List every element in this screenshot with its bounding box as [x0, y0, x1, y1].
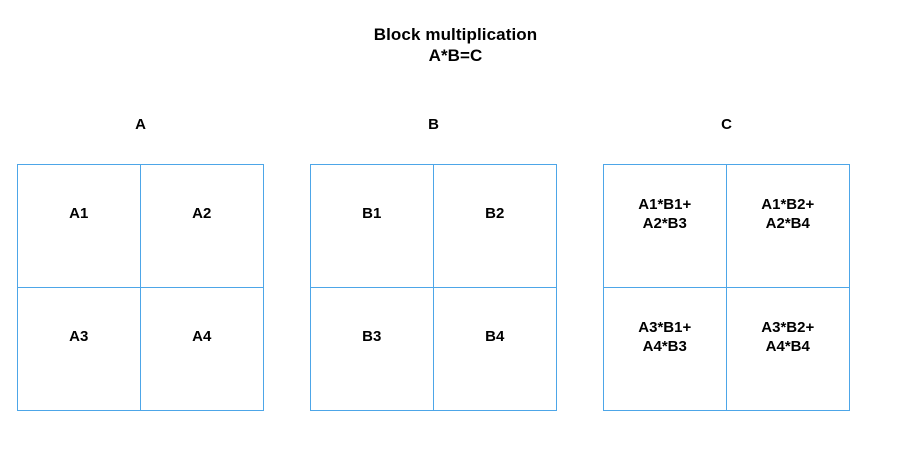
matrix-c-label: C: [721, 116, 732, 133]
matrix-c-cell-top-left: A1*B1+ A2*B3: [604, 165, 727, 288]
matrix-c-cell-bottom-right: A3*B2+ A4*B4: [761, 318, 815, 355]
matrix-b-grid: B1 B2 B3 B4: [310, 164, 557, 411]
matrix-b-cell-bottom-right: B4: [485, 328, 505, 346]
matrix-a-cell-bottom-left: A3: [18, 287, 141, 410]
matrix-a-cell-bottom-right: A4: [192, 328, 212, 346]
matrix-a-cell-top-right: A2: [140, 165, 263, 288]
matrix-a-grid: A1 A2 A3 A4: [17, 164, 264, 411]
matrix-a-cell-top-left: A1: [18, 165, 141, 288]
matrix-a-label: A: [135, 116, 146, 133]
matrix-c-cell-top-right: A1*B2+ A2*B4: [726, 165, 849, 288]
matrix-b-cell-bottom-left: B3: [311, 287, 434, 410]
matrix-b-label: B: [428, 116, 439, 133]
diagram-title-block: Block multiplication A*B=C: [0, 24, 911, 66]
matrix-b-cell-top-left: B1: [311, 165, 434, 288]
page-title: Block multiplication: [373, 25, 538, 44]
matrix-c-cell-bottom-left: A3*B1+ A4*B3: [604, 287, 727, 410]
matrix-b-cell-top-right: B2: [433, 165, 556, 288]
matrix-c-grid: A1*B1+ A2*B3 A1*B2+ A2*B4 A3*B1+ A4*B3 A…: [603, 164, 850, 411]
page-subtitle: A*B=C: [428, 46, 483, 65]
